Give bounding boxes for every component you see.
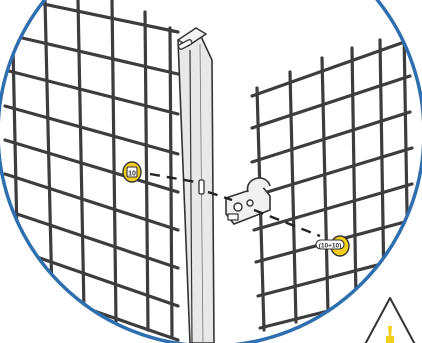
left-mesh-panel: [5, 0, 178, 340]
right-mesh-panel: [252, 32, 412, 330]
left-panel-screw: 10: [123, 162, 141, 182]
warning-triangle-icon: [362, 298, 418, 343]
right-screw-label: (10+10): [319, 243, 342, 250]
left-screw-label: 10: [128, 171, 136, 178]
connector-bracket: [226, 178, 270, 224]
left-frame-post: [178, 28, 214, 343]
right-panel-screw: (10+10): [316, 236, 349, 256]
